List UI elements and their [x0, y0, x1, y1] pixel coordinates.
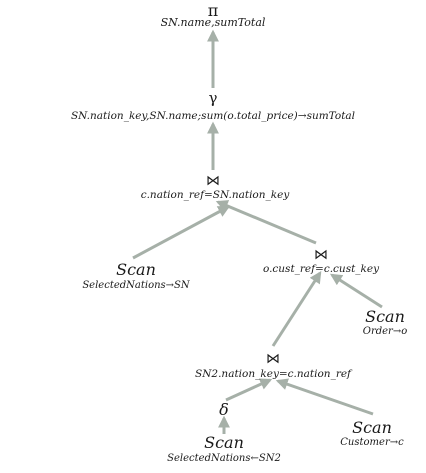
- projection-label: SN.name,sumTotal: [161, 16, 266, 29]
- projection-symbol: π: [208, 1, 219, 20]
- node-join-top: ⋈ c.nation_ref=SN.nation_key: [141, 173, 291, 201]
- node-scan-selected-nations: Scan SelectedNations→SN: [82, 260, 191, 291]
- edge-delta-to-join-bottom: [225, 378, 273, 402]
- join-top-symbol: ⋈: [206, 173, 220, 189]
- join-bottom-label: SN2.nation_key=c.nation_ref: [195, 368, 353, 380]
- edges: [132, 29, 383, 434]
- edge-join-bottom-to-join-orders: [271, 270, 322, 347]
- scan-selected-nations-symbol: Scan: [116, 260, 156, 279]
- join-orders-symbol: ⋈: [314, 247, 328, 263]
- scan-order-label: Order→o: [363, 326, 407, 337]
- scan-customer-symbol: Scan: [352, 418, 392, 437]
- join-orders-label: o.cust_ref=c.cust_key: [263, 263, 380, 275]
- scan-customer-label: Customer→c: [340, 437, 404, 448]
- edge-scan-selected-nations-to-join-top: [132, 205, 231, 260]
- join-top-label: c.nation_ref=SN.nation_key: [141, 189, 291, 201]
- node-projection: π SN.name,sumTotal: [161, 1, 266, 29]
- scan-selected-nations-label: SelectedNations→SN: [82, 280, 191, 291]
- scan-selected-nations-2-label: SelectedNations←SN2: [167, 453, 281, 464]
- edge-scan-customer-to-join-bottom: [275, 378, 374, 416]
- node-join-bottom: ⋈ SN2.nation_key=c.nation_ref: [195, 351, 353, 380]
- scan-selected-nations-2-symbol: Scan: [204, 433, 244, 452]
- node-aggregate: γ SN.nation_key,SN.name;sum(o.total_pric…: [71, 89, 355, 122]
- aggregate-label: SN.nation_key,SN.name;sum(o.total_price)…: [71, 110, 355, 122]
- node-delta: δ: [219, 400, 229, 419]
- node-join-orders: ⋈ o.cust_ref=c.cust_key: [263, 247, 380, 275]
- aggregate-symbol: γ: [209, 89, 218, 107]
- edge-join-orders-to-join-top: [215, 200, 317, 245]
- node-scan-selected-nations-2: Scan SelectedNations←SN2: [167, 433, 281, 464]
- scan-order-symbol: Scan: [365, 307, 405, 326]
- node-scan-order: Scan Order→o: [363, 307, 407, 337]
- join-bottom-symbol: ⋈: [266, 351, 280, 367]
- edge-scan-order-to-join-orders: [329, 273, 383, 309]
- node-scan-customer: Scan Customer→c: [340, 418, 404, 448]
- delta-symbol: δ: [219, 400, 229, 419]
